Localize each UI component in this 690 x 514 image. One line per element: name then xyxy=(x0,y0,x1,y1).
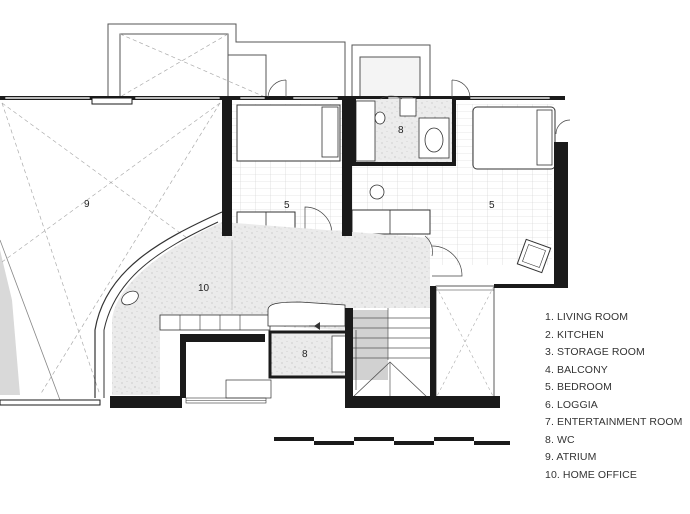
legend-item: 2. KITCHEN xyxy=(545,328,604,341)
wc-bottom xyxy=(180,322,352,399)
window-lines xyxy=(185,397,267,404)
legend-item: 1. LIVING ROOM xyxy=(545,311,629,323)
walls xyxy=(0,96,568,408)
legend-item: 6. LOGGIA xyxy=(545,398,598,411)
room-label-bedroom-left: 5 xyxy=(284,200,290,211)
legend-item: 7. ENTERTAINMENT ROOM xyxy=(545,416,683,428)
upper-balcony-outline xyxy=(107,23,431,98)
legend-item: 8. WC xyxy=(545,433,575,446)
room-label-wc-bottom: 8 xyxy=(302,349,308,360)
wc-top xyxy=(355,95,452,163)
home-office xyxy=(112,222,430,395)
legend-item: 4. BALCONY xyxy=(545,363,608,376)
atrium xyxy=(0,100,223,401)
room-label-bedroom-right: 5 xyxy=(489,200,495,211)
room-label-wc-top: 8 xyxy=(398,125,404,136)
legend-item: 3. STORAGE ROOM xyxy=(545,346,645,358)
legend-item: 5. BEDROOM xyxy=(545,381,612,393)
legend-item: 10. HOME OFFICE xyxy=(545,468,637,481)
staircase xyxy=(350,308,430,399)
door-swings xyxy=(267,79,471,257)
bedroom-left xyxy=(232,104,342,235)
room-legend: 1. LIVING ROOM 2. KITCHEN 3. STORAGE ROO… xyxy=(545,309,682,484)
legend-item: 9. ATRIUM xyxy=(545,451,597,463)
room-label-home-office: 10 xyxy=(198,283,210,294)
atrium-void-lower xyxy=(435,285,495,399)
scale-bar xyxy=(274,437,510,445)
room-label-atrium: 9 xyxy=(84,199,90,210)
